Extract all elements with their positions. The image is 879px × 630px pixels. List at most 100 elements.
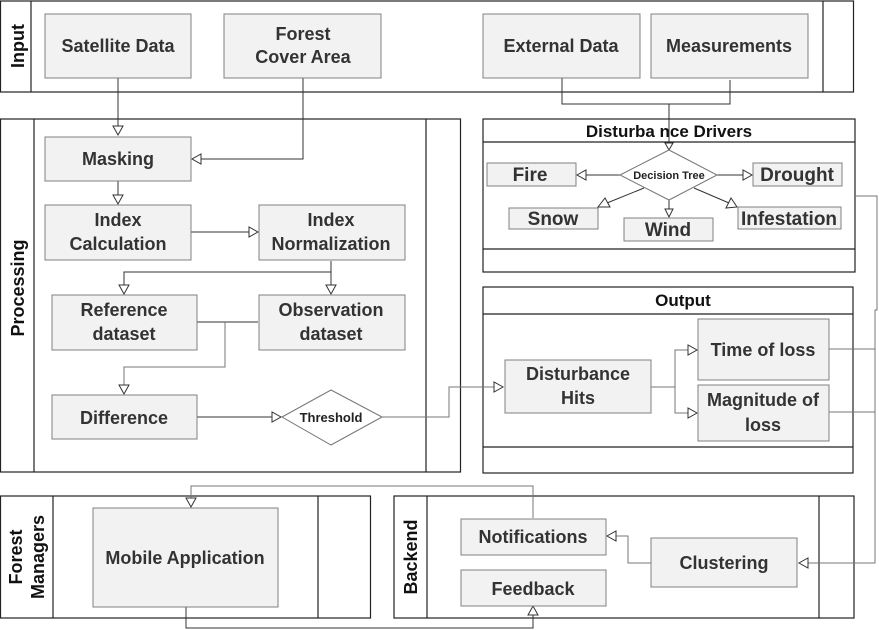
node-wind[interactable]: Wind [623, 217, 714, 242]
node-observation-dataset[interactable]: Observation dataset [258, 294, 406, 351]
node-label: Reference [80, 300, 167, 320]
node-label: Calculation [69, 234, 166, 254]
node-label: Wind [645, 220, 691, 241]
node-measurements[interactable]: Measurements [650, 13, 809, 79]
node-label: Time of loss [711, 340, 816, 360]
edge-datasets-to-difference [123, 322, 226, 385]
lane-label-forest-managers-2: Managers [28, 515, 48, 599]
node-label: Index [94, 210, 141, 230]
node-label: Satellite Data [61, 36, 175, 56]
edge-external-data-to-drivers [561, 78, 731, 105]
node-label: Difference [80, 408, 168, 428]
arrowhead-icon [325, 284, 337, 296]
node-label: Measurements [666, 36, 792, 56]
container-output: Output [482, 286, 854, 474]
arrowhead-icon [687, 344, 699, 356]
arrowhead-icon [605, 530, 617, 542]
node-difference[interactable]: Difference [51, 394, 198, 440]
lane-backend: Backend [393, 495, 855, 619]
node-magnitude-of-loss[interactable]: Magnitude of loss [697, 384, 830, 442]
edge-hits-to-magnitude [674, 387, 688, 414]
arrowhead-icon [248, 226, 260, 238]
arrowhead-icon [664, 142, 674, 152]
arrowhead-icon [725, 197, 738, 209]
edge-threshold-to-hits [382, 386, 494, 418]
arrowhead-icon [112, 194, 124, 206]
edges [112, 78, 878, 629]
node-forest-cover-area[interactable]: Forest Cover Area [223, 13, 382, 79]
node-label: Cover Area [255, 47, 351, 67]
edge-mobile-app-to-feedback [185, 607, 534, 629]
node-label: Fire [513, 165, 548, 186]
edge-forest-cover-to-masking [201, 78, 304, 160]
arrowhead-icon [118, 384, 130, 396]
node-clustering[interactable]: Clustering [650, 537, 798, 588]
node-label: Decision Tree [633, 170, 705, 182]
lane-processing: Processing [0, 118, 462, 473]
arrowhead-icon [527, 604, 539, 616]
node-snow[interactable]: Snow [508, 207, 599, 230]
node-reference-dataset[interactable]: Reference dataset [51, 294, 198, 351]
node-label: Feedback [491, 579, 575, 599]
node-label: Drought [760, 165, 835, 186]
node-label: Notifications [478, 527, 587, 547]
node-index-calculation[interactable]: Index Calculation [44, 204, 192, 261]
arrowhead-icon [185, 497, 197, 509]
lane-label-input: Input [8, 24, 28, 68]
arrowhead-icon [596, 197, 611, 208]
node-label: Mobile Application [105, 548, 264, 568]
node-external-data[interactable]: External Data [482, 13, 641, 79]
node-label: Disturbance [526, 364, 630, 384]
lane-input: Input [0, 0, 855, 93]
node-label: dataset [92, 324, 155, 344]
edge-tree-to-snow [606, 187, 645, 204]
arrowhead-icon [687, 407, 699, 419]
arrowhead-icon [118, 284, 130, 296]
node-notifications[interactable]: Notifications [460, 518, 607, 556]
arrowhead-icon [797, 557, 809, 569]
node-label: Normalization [271, 234, 390, 254]
edge-hits-to-time [674, 349, 688, 387]
arrowhead-icon [493, 381, 505, 393]
node-label: Clustering [679, 553, 768, 573]
arrowhead-icon [190, 153, 202, 165]
node-label: Snow [528, 209, 579, 230]
node-drought[interactable]: Drought [752, 162, 843, 187]
node-label: Index [307, 210, 354, 230]
node-label: Magnitude of [707, 390, 820, 410]
lane-label-forest-managers-1: Forest [6, 529, 26, 584]
edge-notifications-to-mobile-app [190, 485, 534, 518]
node-decision-tree[interactable]: Decision Tree [618, 149, 719, 201]
arrowhead-icon [664, 208, 674, 219]
node-fire[interactable]: Fire [486, 162, 577, 187]
edge-clustering-to-notifications [616, 535, 651, 564]
container-title-output: Output [655, 291, 711, 310]
node-label: loss [745, 415, 781, 435]
node-label: Threshold [300, 410, 363, 425]
edge-norm-to-reference [123, 261, 332, 285]
node-label: Infestation [741, 209, 837, 230]
node-disturbance-hits[interactable]: Disturbance Hits [504, 359, 652, 414]
node-masking[interactable]: Masking [44, 136, 192, 182]
arrowhead-icon [742, 169, 754, 181]
node-label: Masking [82, 149, 154, 169]
node-satellite-data[interactable]: Satellite Data [44, 13, 192, 79]
node-infestation[interactable]: Infestation [737, 206, 842, 230]
node-label: Hits [561, 388, 595, 408]
edge-drivers-to-bus [808, 195, 878, 564]
arrowhead-icon [271, 411, 283, 423]
node-mobile-application[interactable]: Mobile Application [92, 507, 279, 608]
lane-label-processing: Processing [8, 239, 28, 336]
arrowhead-icon [575, 169, 587, 181]
node-threshold[interactable]: Threshold [280, 389, 384, 446]
node-index-normalization[interactable]: Index Normalization [258, 204, 406, 261]
node-label: Observation [278, 300, 383, 320]
node-label: Forest [275, 24, 330, 44]
node-label: dataset [299, 324, 362, 344]
node-feedback[interactable]: Feedback [460, 569, 607, 607]
arrowhead-icon [112, 125, 124, 137]
node-time-of-loss[interactable]: Time of loss [697, 318, 830, 381]
node-label: External Data [503, 36, 619, 56]
edge-tree-to-infestation [693, 187, 730, 204]
